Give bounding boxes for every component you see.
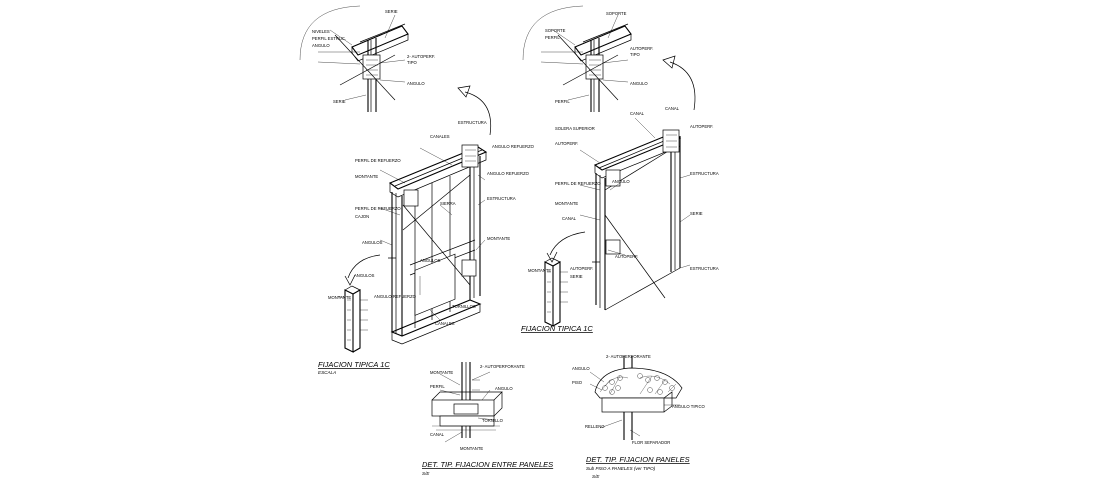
label-post-l: MONTANTE bbox=[328, 295, 351, 300]
label-dr-4: PISO bbox=[572, 380, 583, 385]
label-rm-3: PERFIL DE REFUERZO bbox=[555, 181, 601, 186]
label-lm-2: PERFIL DE REFUERZO bbox=[355, 158, 401, 163]
post-detail-right: MONTANTE AUTOPERF. SERIE bbox=[528, 257, 593, 327]
title-left-main: FIJACION TIPICA 1C bbox=[318, 360, 390, 369]
label-dl-3: MONTANTE bbox=[430, 370, 453, 375]
label-lm-7: ANGULO REFUERZO bbox=[492, 144, 535, 149]
label-tl-3b: ANGULO bbox=[407, 81, 425, 86]
label-dl-6: CANAL bbox=[430, 432, 445, 437]
label-dl-4: PERFIL bbox=[430, 384, 445, 389]
detail-bottom-right: 2- AUTOPERFORANTE ANGULO PISO ANGULO TIP… bbox=[572, 354, 705, 445]
label-tr-3: AUTOPERF. bbox=[630, 46, 653, 51]
label-post-r2: AUTOPERF. bbox=[570, 266, 593, 271]
label-rm-1: CANAL bbox=[630, 111, 645, 116]
assembly-right: CANAL SOLERA SUPERIOR AUTOPERF. PERFIL D… bbox=[546, 55, 719, 311]
label-tl-5: TIPO bbox=[407, 60, 418, 65]
label-lm-7b: ANGULO REFUERZO bbox=[487, 171, 530, 176]
label-tl-6: SERIE bbox=[385, 9, 398, 14]
label-lm-5: SIERRA bbox=[440, 201, 456, 206]
label-dr-5: RELLENO bbox=[585, 424, 605, 429]
assembly-left: CANALES ESTRUCTURA ANGULO REFUERZO PERFI… bbox=[344, 85, 535, 345]
post-detail-left: MONTANTE ANGULO REFUERZO ANGULOS bbox=[328, 273, 417, 353]
label-dr-3: ANGULO TIPICO bbox=[672, 404, 705, 409]
title-left-main-sub: ESCALA bbox=[318, 370, 336, 375]
label-rm-1c: CANAL bbox=[562, 216, 577, 221]
label-tl-3: ANGULO bbox=[312, 43, 330, 48]
title-right-main: FIJACION TIPICA 1C bbox=[521, 324, 593, 333]
label-tr-5: ANGULO bbox=[630, 81, 648, 86]
gravel-pattern bbox=[602, 373, 675, 395]
label-rm-6b: ESTRUCTURA bbox=[690, 266, 719, 271]
label-post-r3: SERIE bbox=[570, 274, 583, 279]
label-rm-8: SERIE bbox=[690, 211, 703, 216]
label-dr-6: FLOR SEPARADOR bbox=[632, 440, 670, 445]
detail-top-left: NIVELES PERFIL ESTRUC. ANGULO SERIE 2- A… bbox=[299, 5, 435, 112]
label-rm-5: MONTANTE bbox=[555, 201, 578, 206]
title-detail-left: DET. TIP. FIJACION ENTRE PANELES bbox=[422, 460, 553, 469]
label-lm-8b: ESTRUCTURA bbox=[487, 196, 516, 201]
title-detail-right-sub2: S/E bbox=[592, 474, 600, 479]
detail-top-right: SOPORTE PERFIL SOPORTE AUTOPERF. TIPO AN… bbox=[522, 5, 653, 112]
title-detail-right-sub: Sub PISO A PANELES (ver TIPO) bbox=[586, 466, 656, 471]
label-tl-1: NIVELES bbox=[312, 29, 330, 34]
label-rm-7c: AUTOPERF. bbox=[615, 254, 638, 259]
label-dl-3b: MONTANTE bbox=[460, 446, 483, 451]
label-lm-9: TORNILLOS bbox=[452, 304, 476, 309]
label-rm-7: AUTOPERF. bbox=[555, 141, 578, 146]
label-lm-1: CANALES bbox=[430, 134, 450, 139]
label-dr-1: 2- AUTOPERFORANTE bbox=[606, 354, 651, 359]
label-rm-7b: AUTOPERF. bbox=[690, 124, 713, 129]
label-post-r: MONTANTE bbox=[528, 268, 551, 273]
label-post-l3: ANGULOS bbox=[354, 273, 375, 278]
label-tl-2: PERFIL ESTRUC. bbox=[312, 36, 346, 41]
label-rm-6: ESTRUCTURA bbox=[690, 171, 719, 176]
label-rm-1b: CANAL bbox=[665, 106, 680, 111]
label-tr-4: TIPO bbox=[630, 52, 641, 57]
title-detail-left-sub: S/E bbox=[422, 471, 430, 476]
label-dl-5: TORNILLO bbox=[482, 418, 504, 423]
label-dr-2: ANGULO bbox=[572, 366, 590, 371]
label-rm-4: ANGULO bbox=[612, 179, 630, 184]
label-lm-6b: MONTANTE bbox=[487, 236, 510, 241]
label-lm-3: CAJON bbox=[355, 214, 369, 219]
label-post-l2: ANGULO REFUERZO bbox=[374, 294, 417, 299]
label-lm-6: MONTANTE bbox=[355, 174, 378, 179]
label-lm-2b: PERFIL DE REFUERZO bbox=[355, 206, 401, 211]
label-tr-1: SOPORTE bbox=[545, 28, 566, 33]
label-tr-1b: SOPORTE bbox=[606, 11, 627, 16]
label-dl-1: 2- AUTOPERFORANTE bbox=[480, 364, 525, 369]
label-tr-2: PERFIL bbox=[545, 35, 560, 40]
label-lm-4b: ANGULOS bbox=[420, 258, 441, 263]
label-lm-1b: CANALES bbox=[435, 321, 455, 326]
label-tl-6b: SERIE bbox=[333, 99, 346, 104]
label-tr-2b: PERFIL bbox=[555, 99, 570, 104]
detail-bottom-left: 2- AUTOPERFORANTE ANGULO MONTANTE PERFIL… bbox=[430, 362, 525, 451]
label-dl-2: ANGULO bbox=[495, 386, 513, 391]
title-detail-right: DET. TIP. FIJACION PANELES bbox=[586, 455, 690, 464]
label-lm-4: ANGULOS bbox=[362, 240, 383, 245]
label-rm-2: SOLERA SUPERIOR bbox=[555, 126, 595, 131]
label-tl-4: 2- AUTOPERF. bbox=[407, 54, 435, 59]
label-lm-8: ESTRUCTURA bbox=[458, 120, 487, 125]
